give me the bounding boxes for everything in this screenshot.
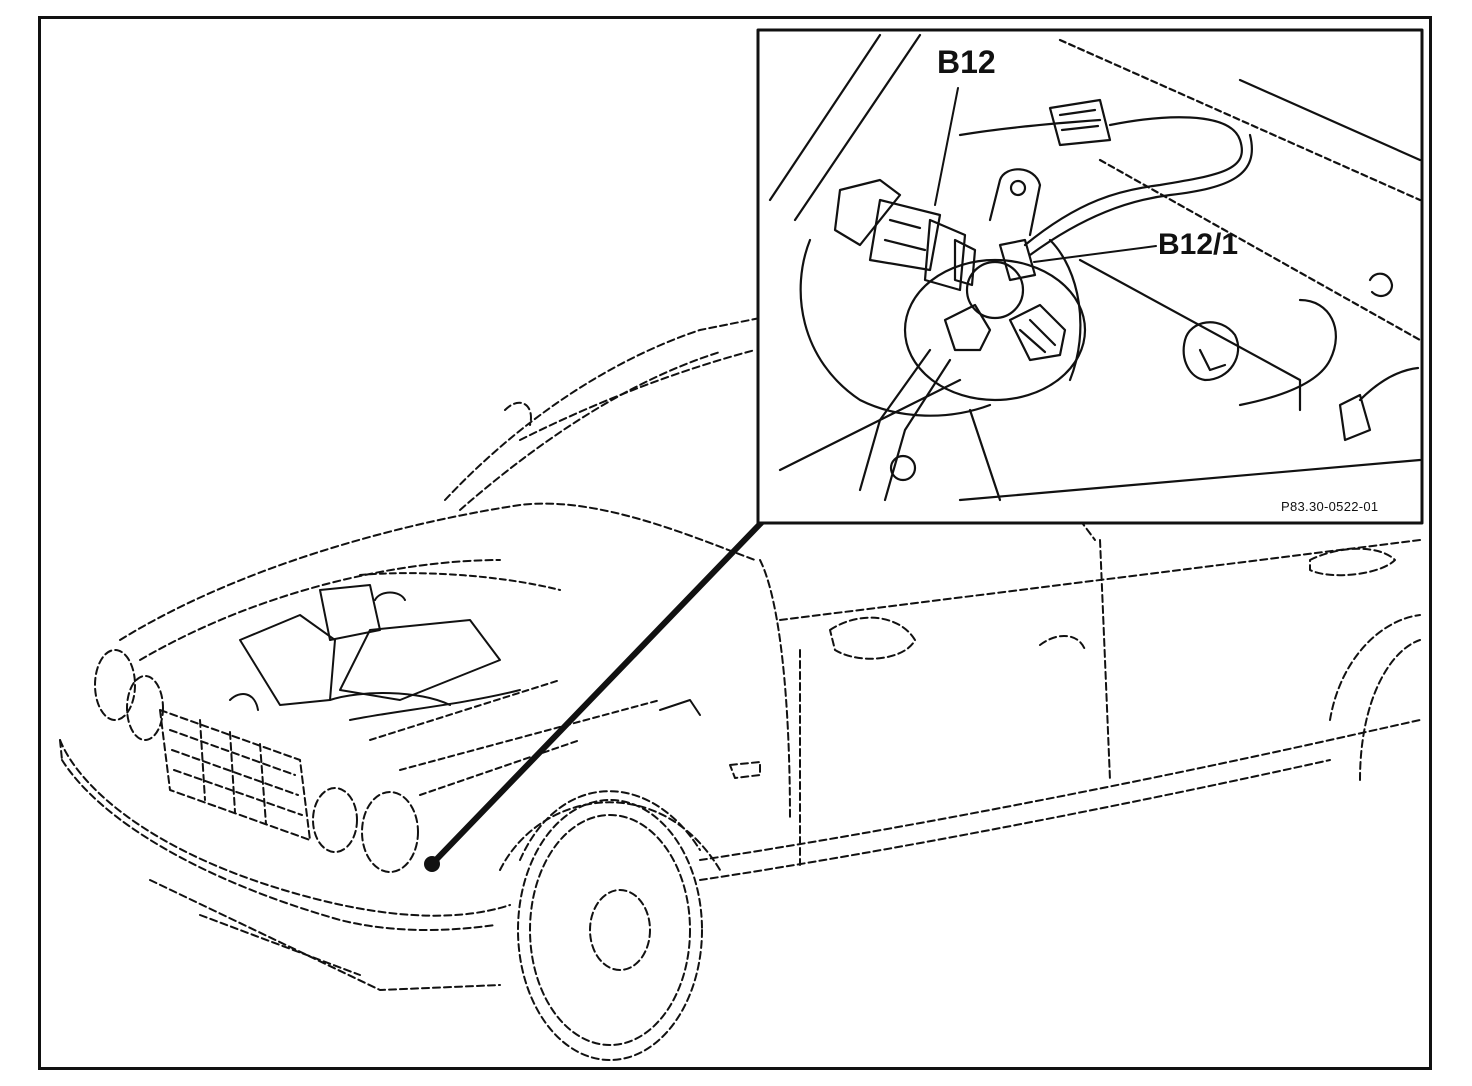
label-b12-1: B12/1 [1158,228,1239,261]
b12-leader-line [934,87,959,206]
engine-bay [229,572,701,796]
location-dot [424,856,440,872]
leader-line [429,519,765,867]
b12-1-leader-line [1033,245,1157,263]
detail-inset-frame [756,28,1424,525]
label-b12: B12 [937,44,996,80]
figure-number: P83.30-0522-01 [1281,499,1379,514]
detail-inset [768,33,1422,502]
car-illustration [59,283,1421,1061]
